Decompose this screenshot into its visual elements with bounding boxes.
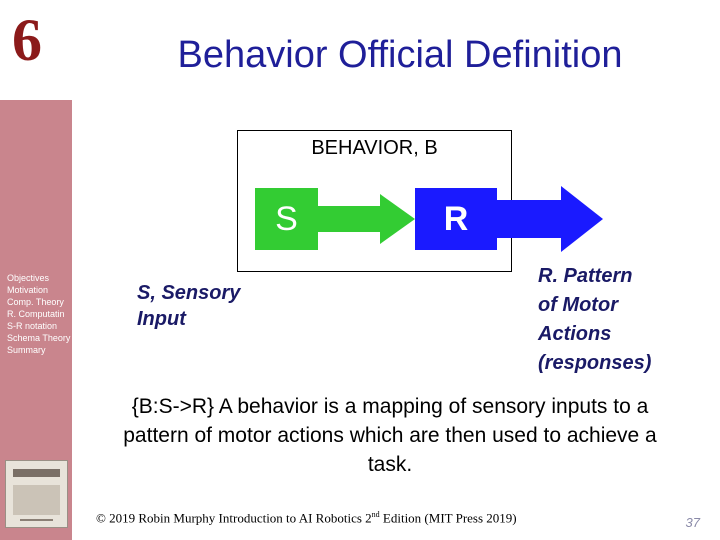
footer-copyright: © 2019 Robin Murphy Introduction to AI R… xyxy=(96,510,596,526)
footer-superscript: nd xyxy=(371,510,380,519)
footer-text-after: Edition (MIT Press 2019) xyxy=(379,510,517,526)
behavior-box-label: BEHAVIOR, B xyxy=(311,137,438,159)
sidebar-item-comp-theory[interactable]: Comp. Theory xyxy=(7,297,64,307)
sensory-input-label: S, Sensory Input xyxy=(137,282,241,330)
green-arrow xyxy=(318,194,415,244)
response-box-label: R xyxy=(443,200,469,238)
sidebar-item-summary[interactable]: Summary xyxy=(7,345,46,355)
motor-pattern-label: R. Pattern of Motor Actions (responses) xyxy=(538,265,652,374)
sidebar-item-objectives[interactable]: Objectives xyxy=(7,273,50,283)
sidebar-item-sr-notation[interactable]: S-R notation xyxy=(7,321,58,331)
footer-text-before: © 2019 Robin Murphy Introduction to AI R… xyxy=(96,510,372,526)
chapter-number: 6 xyxy=(12,7,42,73)
book-cover-image xyxy=(5,460,68,528)
response-box xyxy=(415,188,497,250)
sidebar-item-r-computation[interactable]: R. Computatin xyxy=(7,309,65,319)
definition-text: {B:S->R} A behavior is a mapping of sens… xyxy=(123,395,657,476)
slide-title: Behavior Official Definition xyxy=(177,34,623,76)
sensing-label: S xyxy=(275,200,298,238)
sidebar-nav: Objectives Motivation Comp. Theory R. Co… xyxy=(7,272,70,356)
sidebar-item-motivation[interactable]: Motivation xyxy=(7,285,49,295)
blue-arrow xyxy=(497,186,603,252)
sidebar-panel: Objectives Motivation Comp. Theory R. Co… xyxy=(0,100,72,540)
sensing-box xyxy=(255,188,318,250)
page-number: 37 xyxy=(685,515,700,530)
sidebar-item-schema-theory[interactable]: Schema Theory xyxy=(7,333,71,343)
